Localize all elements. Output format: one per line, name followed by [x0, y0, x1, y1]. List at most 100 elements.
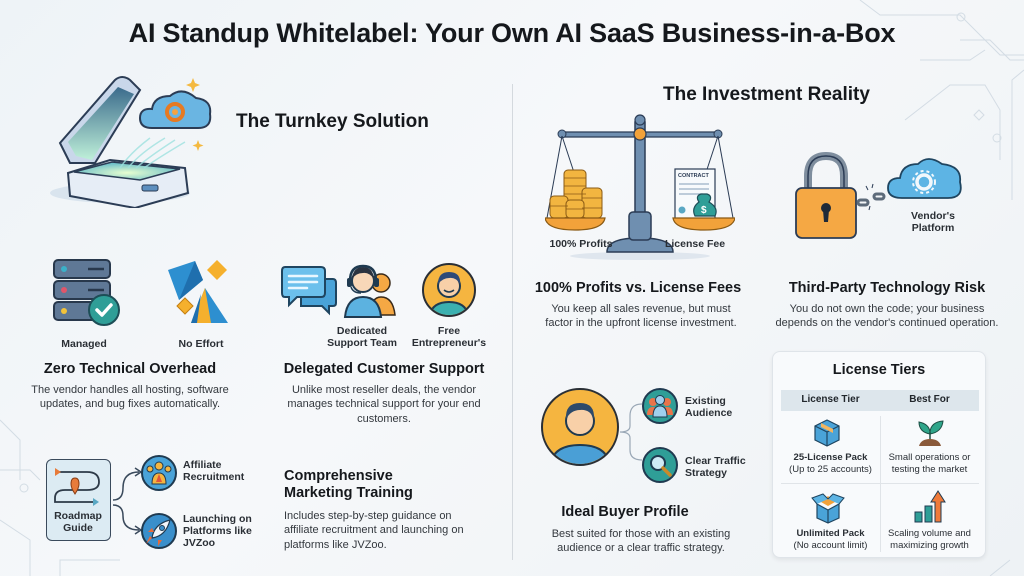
heading-line: Comprehensive [284, 468, 393, 484]
column-divider [880, 416, 881, 552]
label-line: Strategy [685, 467, 728, 480]
tier-sub: (Up to 25 accounts) [789, 463, 872, 475]
label-line: Launching on [183, 513, 252, 525]
label-line: JVZoo [183, 537, 216, 550]
tier-name: 25-License Pack [793, 452, 868, 463]
label-line: Guide [63, 522, 93, 535]
vendor-platform-label: Vendor's Platform [898, 210, 968, 234]
open-box-cloud-illustration [50, 76, 212, 208]
risk-heading: Third-Party Technology Risk [788, 280, 986, 296]
risk-description: You do not own the code; your business d… [760, 302, 1014, 331]
column-header: License Tier [801, 394, 860, 405]
label-line: Affiliate [183, 459, 222, 471]
tier-cell: Unlimited Pack (No account limit) [781, 528, 880, 552]
section-title-turnkey: The Turnkey Solution [236, 111, 429, 132]
table-header: License Tier Best For [781, 390, 979, 411]
desc-line: You keep all sales revenue, but must [551, 303, 731, 315]
desc-line: manages technical support for your end [287, 398, 481, 411]
scale-profits-label: 100% Profits [549, 238, 613, 250]
affiliate-label: Affiliate Recruitment [183, 459, 244, 483]
contract-text: CONTRACT [678, 173, 709, 179]
best-for-line: testing the market [891, 463, 968, 475]
audience-icon [642, 388, 678, 424]
roadmap-guide-card: Roadmap Guide [46, 459, 111, 541]
label-line: Platform [911, 222, 955, 235]
branch-arrows [112, 467, 143, 535]
tier-cell: 25-License Pack (Up to 25 accounts) [781, 452, 880, 476]
balance-scale-icon: CONTRACT $ [545, 114, 735, 260]
rocket-icon [141, 513, 177, 549]
desc-line: You do not own the code; your business [789, 303, 985, 315]
desc-line: platforms like JVZoo. [284, 538, 387, 551]
label-line: Platforms like [183, 525, 252, 538]
label-line: Audience [685, 407, 733, 420]
buyer-description: Best suited for those with an existing a… [528, 527, 754, 556]
label-line: Roadmap [54, 510, 102, 522]
license-tiers-title: License Tiers [832, 362, 926, 378]
free-entrepreneur-label: Free Entrepreneur's [405, 325, 493, 349]
best-for-cell: Small operations or testing the market [880, 452, 979, 476]
tier-sub: (No account limit) [793, 539, 868, 551]
traffic-strategy-label: Clear Traffic Strategy [685, 455, 746, 479]
sprout-icon [918, 420, 944, 446]
shapes-icon [168, 260, 228, 323]
desc-line: Includes step-by-step guidance on [284, 510, 452, 522]
zero-overhead-heading: Zero Technical Overhead [43, 361, 217, 377]
column-header: Best For [909, 394, 950, 405]
support-heading: Delegated Customer Support [283, 361, 485, 377]
scale-license-label: License Fee [664, 238, 726, 250]
label-line: Free [437, 325, 461, 337]
profits-heading: 100% Profits vs. License Fees [534, 280, 742, 296]
buyer-connector-lines [619, 403, 643, 461]
support-agent-icon [343, 264, 396, 318]
label-line: Clear Traffic [685, 455, 746, 467]
desc-line: audience or a clear traffic strategy. [557, 542, 725, 555]
section-title-investment: The Investment Reality [663, 84, 870, 105]
section-divider [512, 84, 513, 560]
best-for-line: Scaling volume and [888, 528, 971, 539]
chat-bubbles-icon [281, 266, 337, 316]
label-line: Support Team [327, 337, 397, 350]
tier-name: Unlimited Pack [796, 528, 865, 539]
license-tiers-table: License Tiers License Tier Best For 25-L… [772, 351, 986, 558]
managed-label: Managed [61, 338, 107, 350]
server-check-icon [53, 259, 120, 326]
label-line: Entrepreneur's [411, 337, 487, 350]
label-line: Vendor's [911, 210, 955, 222]
existing-audience-label: Existing Audience [685, 395, 732, 419]
label-line: Dedicated [336, 325, 388, 337]
training-description: Includes step-by-step guidance on affili… [284, 509, 504, 552]
affiliate-people-icon [141, 455, 177, 491]
page-title: AI Standup Whitelabel: Your Own AI SaaS … [128, 18, 896, 48]
desc-line: factor in the upfront license investment… [545, 317, 737, 330]
desc-line: Best suited for those with an existing [551, 528, 731, 540]
desc-line: Unlike most reseller deals, the vendor [291, 384, 477, 396]
launch-label: Launching on Platforms like JVZoo [183, 513, 252, 549]
best-for-line: Small operations or [888, 452, 971, 463]
label-line: Recruitment [183, 471, 245, 484]
growth-chart-icon [914, 490, 946, 523]
profits-description: You keep all sales revenue, but must fac… [528, 302, 754, 331]
training-heading: Comprehensive Marketing Training [284, 468, 413, 503]
desc-line: depends on the vendor's continued operat… [775, 317, 999, 330]
desc-line: customers. [357, 412, 411, 425]
roadmap-path-icon [54, 468, 100, 506]
open-box-icon [811, 493, 845, 524]
buyer-heading: Ideal Buyer Profile [561, 504, 689, 520]
heading-line: Marketing Training [284, 485, 413, 502]
row-divider [781, 483, 979, 484]
support-team-label: Dedicated Support Team [320, 325, 404, 349]
entrepreneur-avatar-icon [422, 263, 476, 317]
lock-cloud-icon [795, 151, 962, 239]
svg-text:$: $ [701, 205, 707, 216]
desc-line: updates, and bug fixes automatically. [39, 398, 221, 411]
support-description: Unlike most reseller deals, the vendor m… [278, 383, 490, 426]
no-effort-label: No Effort [178, 338, 224, 350]
magnifier-icon [642, 447, 678, 483]
desc-line: affiliate recruitment and launching on [284, 524, 464, 537]
zero-overhead-description: The vendor handles all hosting, software… [20, 383, 240, 412]
desc-line: The vendor handles all hosting, software [31, 384, 229, 396]
label-line: Existing [685, 395, 726, 407]
roadmap-guide-label: Roadmap Guide [47, 510, 109, 534]
best-for-cell: Scaling volume and maximizing growth [880, 528, 979, 552]
